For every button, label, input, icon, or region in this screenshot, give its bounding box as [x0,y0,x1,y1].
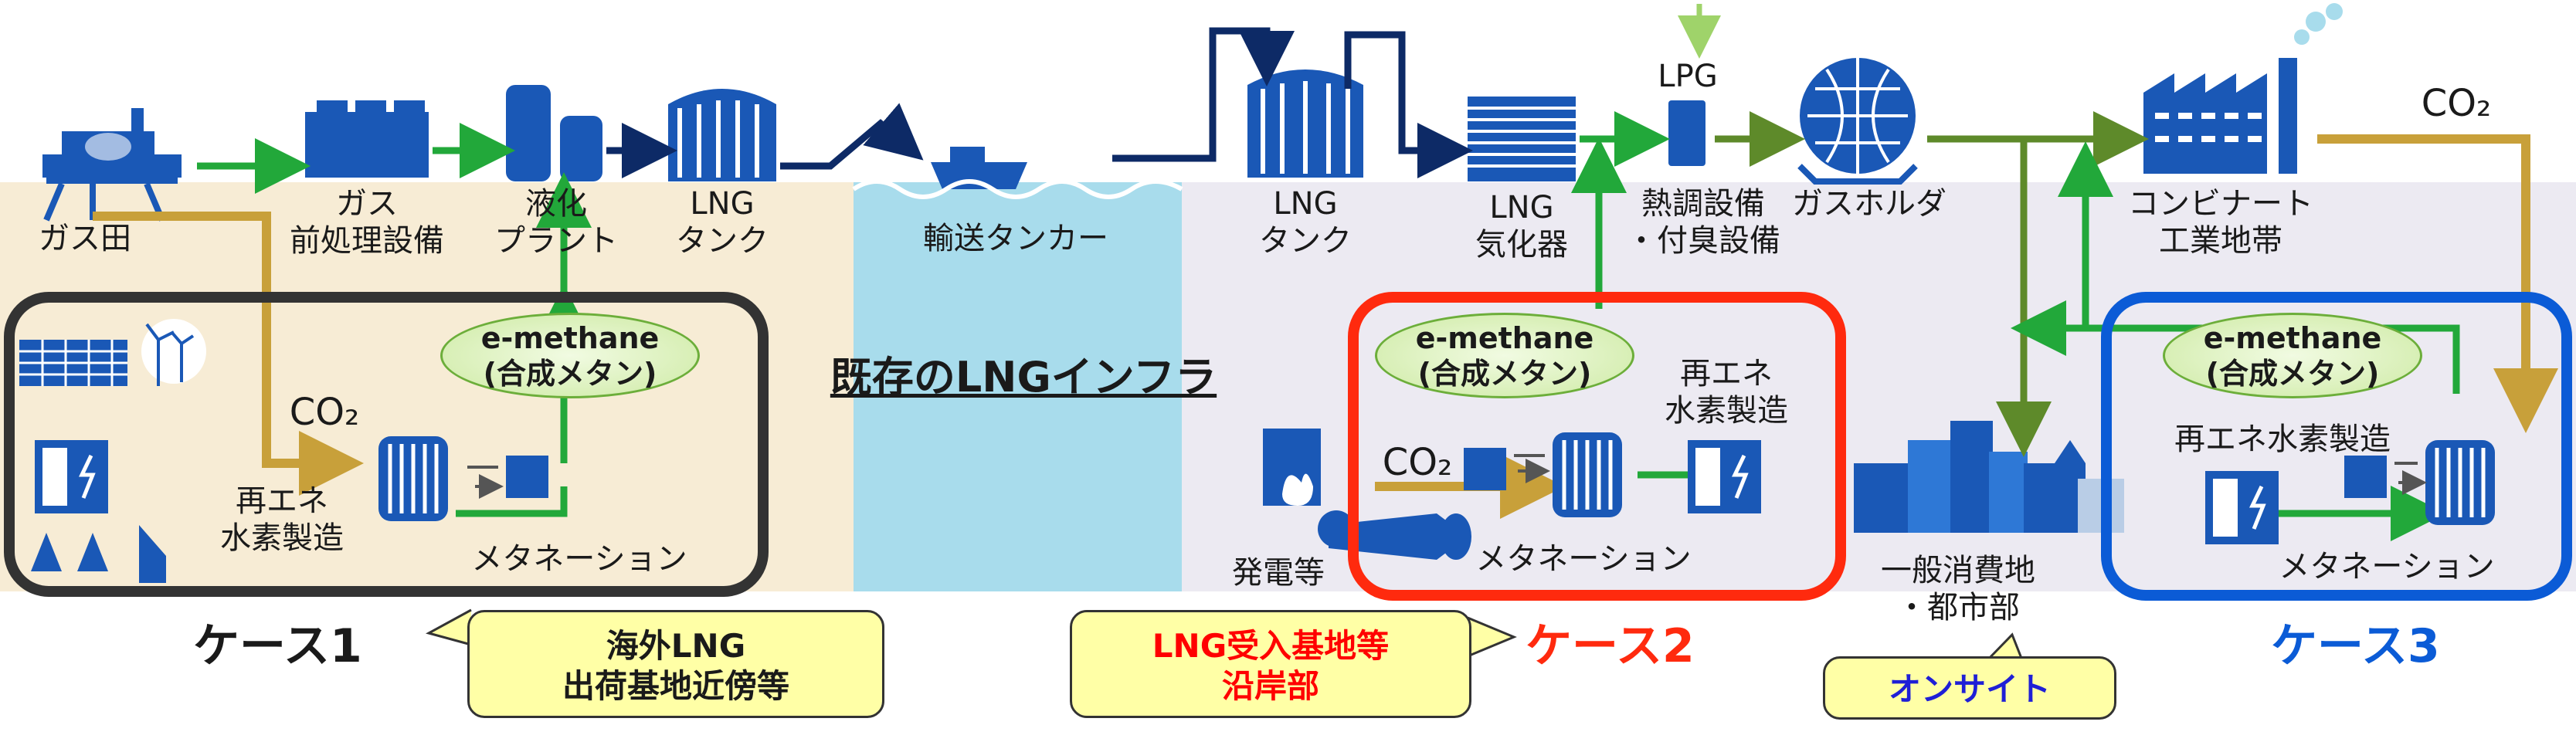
lng-tank-export-icon [668,89,776,181]
lng-vaporizer-icon [1468,97,1576,181]
case1-label: ケース1 [193,619,362,673]
lpg-tank-icon [1668,100,1705,166]
existing-lng-infra-heading: 既存のLNGインフラ [830,353,1217,401]
case2-methanation-reactor-icon [1514,432,1622,517]
lng-tank-export-label: LNG タンク [676,186,769,259]
case1-frame [4,292,769,597]
liquefaction-plant-label: 液化 プラント [494,186,618,259]
case2-co2-label: CO₂ [1382,441,1453,484]
industrial-complex-label: コンビナート 工業地帯 [2128,186,2313,259]
case3-emethane-bubble: e-methane (合成メタン) [2163,313,2422,398]
gas-pretreatment-icon [305,100,429,178]
case3-callout: オンサイト [1823,656,2116,720]
gas-holder-label: ガスホルダ [1792,186,1946,222]
case1-wind-icon [141,319,206,386]
power-plant-icon [1263,429,1471,560]
case1-solar-icon [19,340,127,386]
factory-icon [2143,3,2343,174]
case2-methanation-label: メタネーション [1475,541,1692,577]
case3-frame [2101,292,2572,601]
gas-pretreatment-label: ガス 前処理設備 [290,186,444,259]
lpg-label: LPG [1658,59,1718,94]
lng-vaporizer-label: LNG 気化器 [1475,190,1568,263]
case2-hydrogen-label: 再エネ 水素製造 [1665,356,1788,429]
case3-hydrogen-label: 再エネ水素製造 [2174,422,2391,457]
gas-holder-icon [1797,58,1918,185]
case2-emethane-bubble: e-methane (合成メタン) [1375,313,1634,398]
tanker-icon [852,147,1183,199]
case2-co2-source-icon [1464,448,1506,490]
case1-electrolyzer-icon [35,440,108,513]
case1-emethane-bubble: e-methane (合成メタン) [440,313,700,398]
case3-electrolyzer-icon [2205,471,2279,544]
case2-label: ケース2 [1526,619,1695,673]
export-zone [0,182,854,591]
gas-field-icon [42,108,182,222]
heat-odor-facility-label: 熱調設備 ・付臭設備 [1626,186,1780,259]
case3-methanation-reactor-icon [2344,440,2495,525]
power-plant-label: 発電等 [1232,555,1325,591]
case1-co2-label: CO₂ [289,391,360,434]
case1-callout: 海外LNG 出荷基地近傍等 [467,610,884,718]
case1-hydrogen-label: 再エネ 水素製造 [220,483,344,556]
case1-methanation-label: メタネーション [471,541,687,577]
case2-frame [1348,292,1846,601]
case3-label: ケース3 [2271,619,2440,673]
gas-field-label: ガス田 [39,221,131,256]
tanker-label: 輸送タンカー [923,221,1108,256]
sea-zone [854,182,1182,591]
lng-tank-import-icon [1247,69,1363,178]
case3-methanation-label: メタネーション [2279,549,2495,584]
co2-industrial-label: CO₂ [2421,82,2492,125]
case1-methanation-reactor-icon [378,436,548,521]
case2-electrolyzer-icon [1688,440,1761,513]
case2-callout: LNG受入基地等 沿岸部 [1070,610,1471,718]
lng-tank-import-label: LNG タンク [1259,186,1352,259]
liquefaction-plant-icon [506,85,602,181]
general-consumers-label: 一般消費地 ・都市部 [1881,553,2035,625]
case1-trees-icon [31,525,166,583]
city-icon [1854,421,2124,533]
